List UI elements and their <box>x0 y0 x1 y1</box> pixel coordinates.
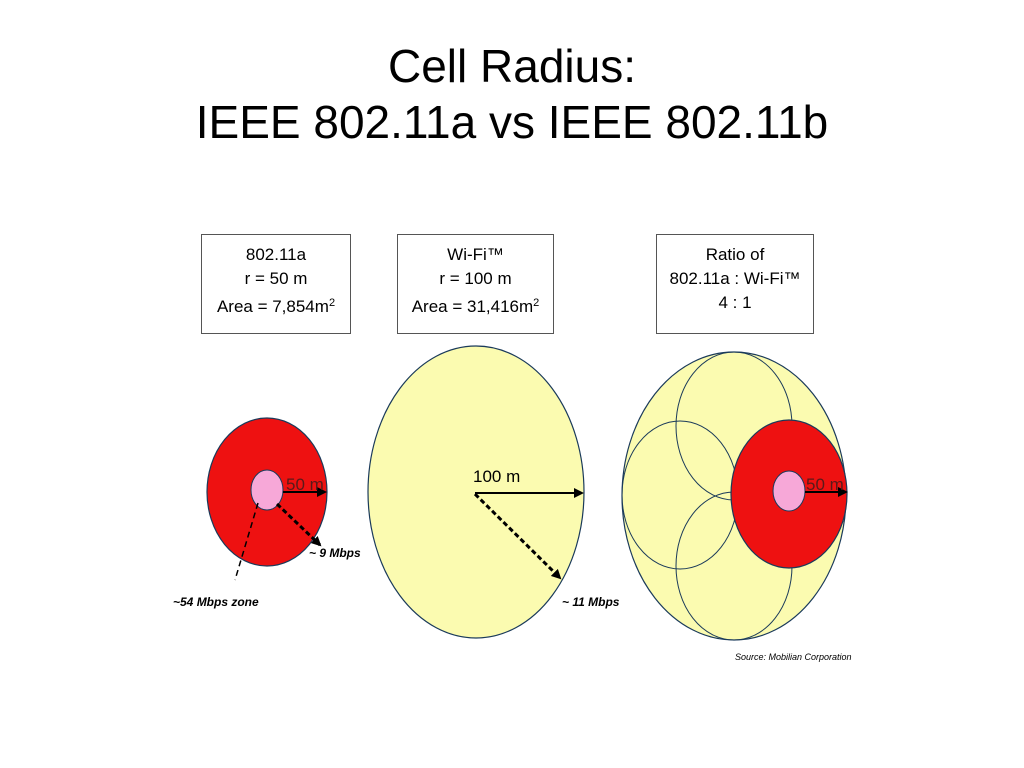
box-a-line-1: 802.11a <box>245 245 307 264</box>
box-b-area-exponent: 2 <box>533 297 540 309</box>
box-b-line-3: Area = 31,416m2 <box>398 291 553 319</box>
title-line-1: Cell Radius: <box>388 40 636 92</box>
box-a-line-3: Area = 7,854m2 <box>202 291 350 319</box>
box-a-line-2: r = 50 m <box>244 269 308 288</box>
cell-a-radius-label: 50 m <box>286 475 324 494</box>
cell-c-core <box>772 470 806 512</box>
cell-a-rate-label: ~ 9 Mbps <box>309 546 361 560</box>
info-box-ratio: Ratio of 802.11a : Wi-Fi™ 4 : 1 <box>656 234 814 334</box>
cell-b-radius-label: 100 m <box>473 467 520 486</box>
box-c-line-3: 4 : 1 <box>718 293 752 312</box>
cell-a-rate-arrow <box>275 502 322 547</box>
box-b-line-1: Wi-Fi™ <box>447 245 504 264</box>
box-a-area: Area = 7,854m <box>216 297 329 316</box>
cell-a-zone-label: ~54 Mbps zone <box>173 595 259 609</box>
cell-b-rate-arrow <box>473 492 562 580</box>
box-b-area: Area = 31,416m <box>411 297 534 316</box>
slide-title: Cell Radius: IEEE 802.11a vs IEEE 802.11… <box>0 38 1024 150</box>
cell-a-core <box>250 469 284 511</box>
cell-a-zone-pointer <box>234 502 259 581</box>
info-box-wifi: Wi-Fi™ r = 100 m Area = 31,416m2 <box>397 234 554 334</box>
cell-c-radius-label: 50 m <box>806 475 844 494</box>
box-c-line-1: Ratio of <box>705 245 765 264</box>
box-b-line-2: r = 100 m <box>439 269 512 288</box>
title-line-2: IEEE 802.11a vs IEEE 802.11b <box>195 96 829 148</box>
box-c-line-2: 802.11a : Wi-Fi™ <box>669 269 801 288</box>
info-box-80211a: 802.11a r = 50 m Area = 7,854m2 <box>201 234 351 334</box>
cell-b-rate-label: ~ 11 Mbps <box>562 595 620 609</box>
source-caption: Source: Mobilian Corporation <box>735 652 852 662</box>
box-a-area-exponent: 2 <box>328 297 336 309</box>
